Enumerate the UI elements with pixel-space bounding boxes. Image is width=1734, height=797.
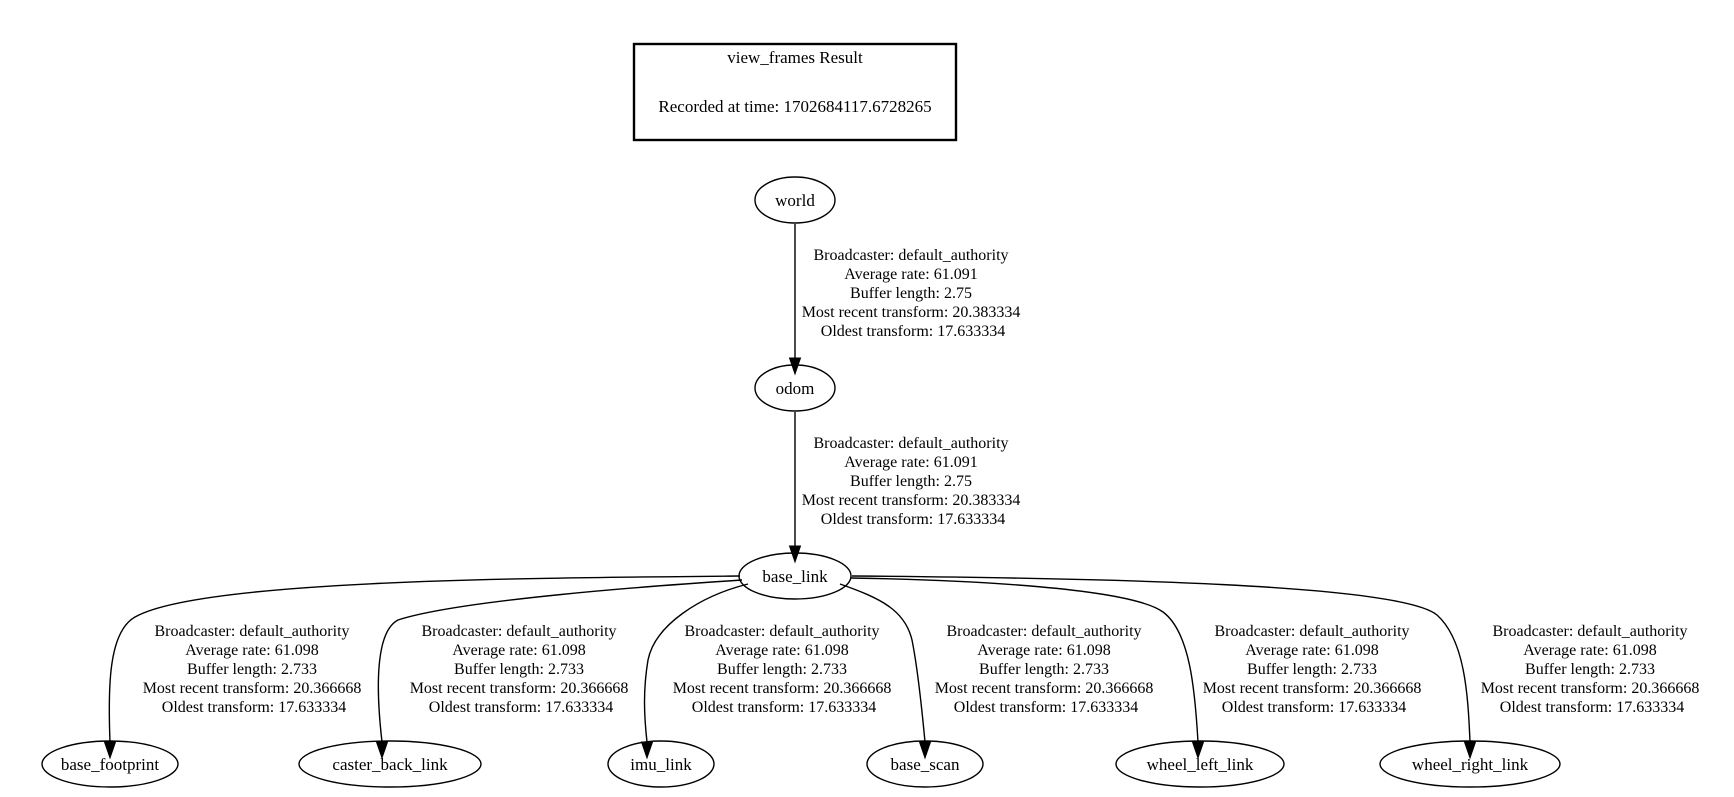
edge-label-line: Buffer length: 2.733 xyxy=(187,661,317,678)
edge-label-line: Buffer length: 2.75 xyxy=(850,285,972,302)
edge-label-line: Oldest transform: 17.633334 xyxy=(162,699,346,716)
edge-label-line: Most recent transform: 20.383334 xyxy=(802,304,1021,321)
edge-label-line: Broadcaster: default_authority xyxy=(1492,623,1687,640)
edge-label-line: Oldest transform: 17.633334 xyxy=(692,699,876,716)
edge-label-line: Oldest transform: 17.633334 xyxy=(821,323,1005,340)
edge-label-line: Buffer length: 2.733 xyxy=(1247,661,1377,678)
edge-label-line: Average rate: 61.098 xyxy=(977,642,1110,659)
edge-world-odom xyxy=(788,224,802,376)
node-base-scan-label: base_scan xyxy=(891,755,960,774)
edge-odom-base-link xyxy=(788,412,802,564)
edge-base-link-caster-back-link xyxy=(375,579,743,760)
edge-label-line: Broadcaster: default_authority xyxy=(813,247,1008,264)
node-base-scan: base_scan xyxy=(866,740,984,788)
edge-label-base-link-wheel-left-link: Broadcaster: default_authority Average r… xyxy=(1203,623,1426,716)
edge-label-line: Oldest transform: 17.633334 xyxy=(1500,699,1684,716)
edge-label-line: Average rate: 61.098 xyxy=(1523,642,1656,659)
edge-label-line: Buffer length: 2.733 xyxy=(454,661,584,678)
edge-label-world-odom: Broadcaster: default_authority Average r… xyxy=(802,247,1025,340)
edge-label-line: Most recent transform: 20.366668 xyxy=(410,680,629,697)
node-wheel-left-link-label: wheel_left_link xyxy=(1147,755,1254,774)
node-world-label: world xyxy=(775,191,815,210)
node-odom-label: odom xyxy=(776,379,815,398)
edge-label-line: Most recent transform: 20.366668 xyxy=(1481,680,1700,697)
edge-label-line: Average rate: 61.098 xyxy=(185,642,318,659)
nodes: world odom base_link base_footprint cast… xyxy=(41,176,1561,788)
edge-label-line: Broadcaster: default_authority xyxy=(421,623,616,640)
edge-label-line: Average rate: 61.098 xyxy=(1245,642,1378,659)
node-odom: odom xyxy=(754,364,836,412)
edge-label-base-link-base-footprint: Broadcaster: default_authority Average r… xyxy=(143,623,366,716)
edge-label-line: Average rate: 61.091 xyxy=(844,266,977,283)
edge-label-line: Broadcaster: default_authority xyxy=(154,623,349,640)
node-base-link-label: base_link xyxy=(762,567,828,586)
recorded-time: Recorded at time: 1702684117.6728265 xyxy=(658,97,931,116)
edge-label-line: Broadcaster: default_authority xyxy=(946,623,1141,640)
node-wheel-left-link: wheel_left_link xyxy=(1115,740,1285,788)
node-imu-link-label: imu_link xyxy=(630,755,692,774)
edge-label-line: Buffer length: 2.733 xyxy=(979,661,1109,678)
edge-labels: Broadcaster: default_authority Average r… xyxy=(143,247,1704,716)
edge-label-line: Most recent transform: 20.383334 xyxy=(802,492,1021,509)
edge-label-base-link-caster-back-link: Broadcaster: default_authority Average r… xyxy=(410,623,633,716)
edge-label-line: Broadcaster: default_authority xyxy=(1214,623,1409,640)
edge-label-line: Buffer length: 2.75 xyxy=(850,473,972,490)
edge-label-odom-base-link: Broadcaster: default_authority Average r… xyxy=(802,435,1025,528)
node-base-footprint: base_footprint xyxy=(41,740,179,788)
node-wheel-right-link-label: wheel_right_link xyxy=(1412,755,1529,774)
edge-base-link-base-scan xyxy=(839,583,932,760)
node-base-link: base_link xyxy=(738,552,852,600)
edge-label-line: Oldest transform: 17.633334 xyxy=(429,699,613,716)
edge-label-base-link-imu-link: Broadcaster: default_authority Average r… xyxy=(673,623,896,716)
edge-label-line: Most recent transform: 20.366668 xyxy=(673,680,892,697)
edge-label-line: Buffer length: 2.733 xyxy=(1525,661,1655,678)
edges xyxy=(103,224,1477,760)
edge-label-line: Average rate: 61.098 xyxy=(715,642,848,659)
edge-label-line: Most recent transform: 20.366668 xyxy=(1203,680,1422,697)
edge-base-link-wheel-right-link xyxy=(851,575,1477,760)
title-box: view_frames Result Recorded at time: 170… xyxy=(632,42,958,142)
node-caster-back-link: caster_back_link xyxy=(298,740,482,788)
node-world: world xyxy=(754,176,836,224)
edge-base-link-wheel-left-link xyxy=(849,577,1205,760)
node-base-footprint-label: base_footprint xyxy=(61,755,159,774)
edge-label-line: Oldest transform: 17.633334 xyxy=(1222,699,1406,716)
edge-base-link-base-footprint xyxy=(103,575,741,760)
edge-label-line: Average rate: 61.098 xyxy=(452,642,585,659)
edge-label-line: Buffer length: 2.733 xyxy=(717,661,847,678)
edge-label-line: Most recent transform: 20.366668 xyxy=(143,680,362,697)
edge-label-line: Most recent transform: 20.366668 xyxy=(935,680,1154,697)
node-imu-link: imu_link xyxy=(607,740,715,788)
edge-label-base-link-wheel-right-link: Broadcaster: default_authority Average r… xyxy=(1481,623,1704,716)
edge-label-line: Broadcaster: default_authority xyxy=(813,435,1008,452)
edge-label-line: Broadcaster: default_authority xyxy=(684,623,879,640)
edge-label-base-link-base-scan: Broadcaster: default_authority Average r… xyxy=(935,623,1158,716)
edge-label-line: Oldest transform: 17.633334 xyxy=(821,511,1005,528)
edge-label-line: Average rate: 61.091 xyxy=(844,454,977,471)
node-wheel-right-link: wheel_right_link xyxy=(1379,740,1561,788)
diagram-title: view_frames Result xyxy=(727,48,863,67)
edge-label-line: Oldest transform: 17.633334 xyxy=(954,699,1138,716)
node-caster-back-link-label: caster_back_link xyxy=(332,755,448,774)
